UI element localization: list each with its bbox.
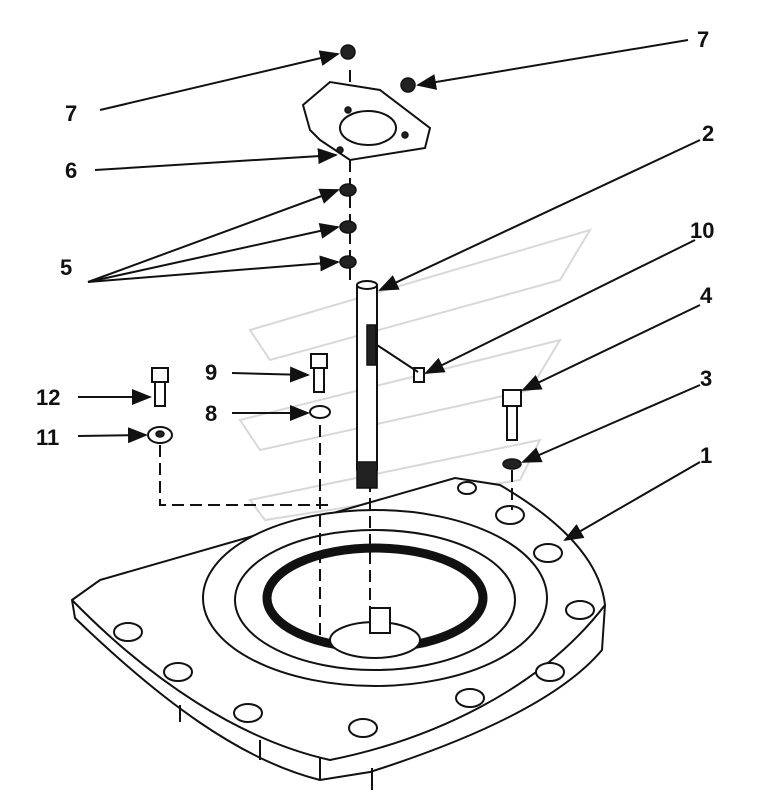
mounting-bosses: [113, 481, 595, 738]
callout-3: 3: [700, 366, 712, 391]
callout-10: 10: [690, 218, 714, 243]
nut-part-7: [400, 77, 416, 93]
callout-6: 6: [65, 158, 77, 183]
callout-12: 12: [36, 385, 60, 410]
washer-part-5: [339, 255, 357, 269]
bolt-part-4: [502, 389, 522, 441]
callout-7: 7: [697, 27, 709, 52]
callout-5: 5: [60, 255, 72, 280]
callout-1: 1: [700, 443, 712, 468]
shaft-part-2: [356, 280, 378, 489]
callout-2: 2: [702, 121, 714, 146]
bolt-part-9: [310, 353, 328, 393]
base-plate-part-1: [70, 476, 607, 790]
leader-lines: [77, 39, 701, 542]
bracket-part-6: [301, 80, 432, 162]
callout-9: 9: [205, 360, 217, 385]
callout-8: 8: [205, 401, 217, 426]
washer-part-11: [147, 426, 173, 444]
pin-part-10: [413, 367, 425, 383]
bolt-part-12: [151, 367, 169, 407]
callout-7: 7: [65, 101, 77, 126]
assembly-lines: [159, 70, 513, 645]
callout-4: 4: [700, 283, 713, 308]
washer-part-5: [339, 183, 357, 197]
nut-part-7: [340, 44, 356, 60]
callout-11: 11: [36, 425, 59, 450]
washer-part-5: [339, 220, 357, 234]
washer-part-3: [502, 458, 522, 470]
washer-part-8: [309, 405, 331, 419]
